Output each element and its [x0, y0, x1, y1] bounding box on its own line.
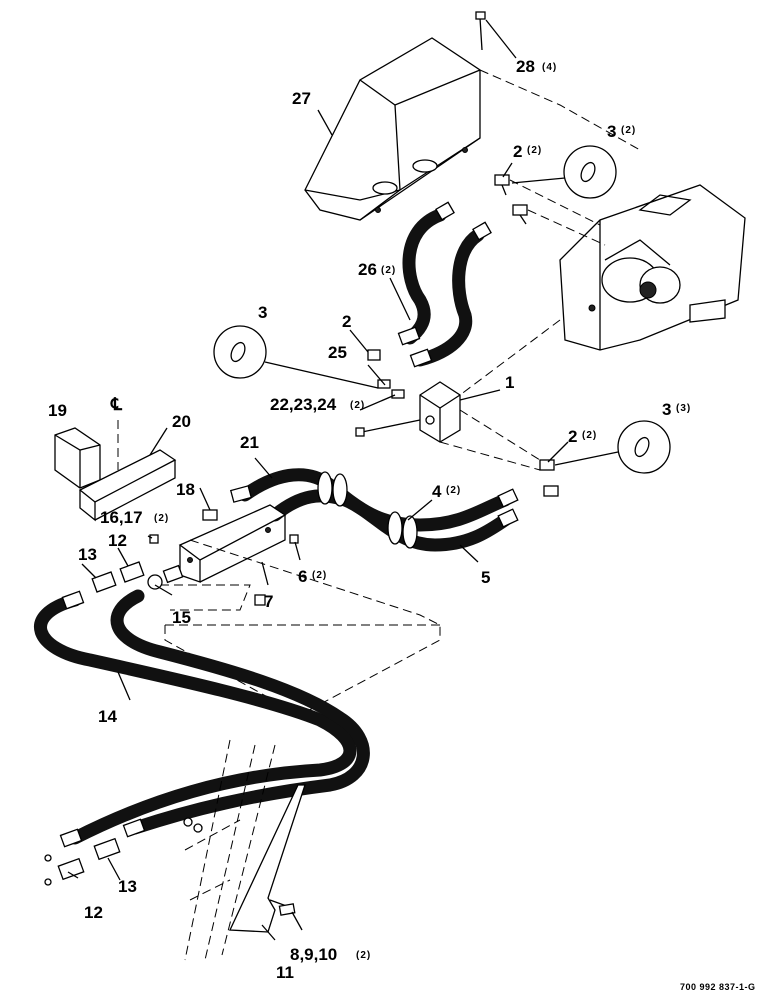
- hoses-14: [34, 589, 370, 848]
- label-6-qty: (2): [312, 570, 327, 581]
- label-12-bottom: 12: [84, 903, 103, 922]
- hoses-26: [397, 201, 492, 368]
- label-6: 6: [298, 567, 307, 586]
- bracket-19: [54, 427, 101, 489]
- label-3-left: 3: [258, 303, 267, 322]
- shield-27: [304, 37, 481, 221]
- label-28: 28: [516, 57, 535, 76]
- label-26: 26: [358, 260, 377, 279]
- couplers-top: [91, 561, 184, 593]
- label-2-right: 2: [568, 427, 577, 446]
- label-13-bottom: 13: [118, 877, 137, 896]
- label-12-top: 12: [108, 531, 127, 550]
- label-centerline: ℄: [110, 395, 123, 414]
- label-22-23-24-qty: (2): [350, 400, 365, 411]
- bracket-7: [178, 504, 287, 583]
- label-18: 18: [176, 480, 195, 499]
- label-19: 19: [48, 401, 67, 420]
- label-27: 27: [292, 89, 311, 108]
- label-13-top: 13: [78, 545, 97, 564]
- bolt-28: [475, 11, 486, 51]
- label-16-17: 16,17: [100, 508, 143, 527]
- motor-mount-assembly: [559, 184, 746, 351]
- label-4: 4: [432, 482, 442, 501]
- label-2-right-qty: (2): [582, 430, 597, 441]
- label-2-top-qty: (2): [527, 145, 542, 156]
- elbow-fittings-2-top: [494, 174, 528, 225]
- fasteners-bottom: [183, 817, 203, 833]
- fittings-25-and-2: [367, 349, 405, 399]
- label-28-qty: (4): [542, 62, 557, 73]
- label-16-17-qty: (2): [154, 513, 169, 524]
- leader-lines: [67, 19, 569, 941]
- label-5: 5: [481, 568, 490, 587]
- bracket-arm-11: [229, 784, 306, 933]
- elbow-fittings-2-right: [539, 459, 559, 497]
- o-ring-callout-3-right: [554, 420, 671, 474]
- label-1: 1: [505, 373, 514, 392]
- fittings-18-16-17-6: [149, 509, 299, 606]
- hoses-21-and-5: [229, 468, 519, 552]
- label-8-9-10-qty: (2): [356, 950, 371, 961]
- label-15: 15: [172, 608, 191, 627]
- o-ring-callout-3-top-right: [511, 145, 617, 199]
- label-21: 21: [240, 433, 259, 452]
- bracket-20: [78, 449, 177, 522]
- label-8-9-10: 8,9,10: [290, 945, 337, 964]
- label-11: 11: [276, 963, 294, 982]
- label-7: 7: [264, 592, 273, 611]
- label-25: 25: [328, 343, 347, 362]
- drawing-code: 700 992 837-1-G: [680, 982, 756, 992]
- clamps-4: [317, 471, 418, 549]
- label-3-right: 3: [662, 400, 671, 419]
- bolt-22-24: [355, 419, 421, 437]
- part-callout-labels: 28 (4) 27 3 (2) 2 (2) 26 (2) 3 2 25 1 22…: [48, 57, 756, 992]
- o-ring-callout-3-left: [213, 325, 379, 389]
- label-14: 14: [98, 707, 117, 726]
- label-2-top: 2: [513, 142, 522, 161]
- label-4-qty: (2): [446, 485, 461, 496]
- valve-block-1: [419, 381, 461, 443]
- label-22-23-24: 22,23,24: [270, 395, 337, 414]
- label-2-mid: 2: [342, 312, 351, 331]
- label-3-right-qty: (3): [676, 403, 691, 414]
- label-3-top: 3: [607, 122, 616, 141]
- couplers-bottom: [44, 837, 121, 886]
- label-26-qty: (2): [381, 265, 396, 276]
- label-3-top-qty: (2): [621, 125, 636, 136]
- label-20: 20: [172, 412, 191, 431]
